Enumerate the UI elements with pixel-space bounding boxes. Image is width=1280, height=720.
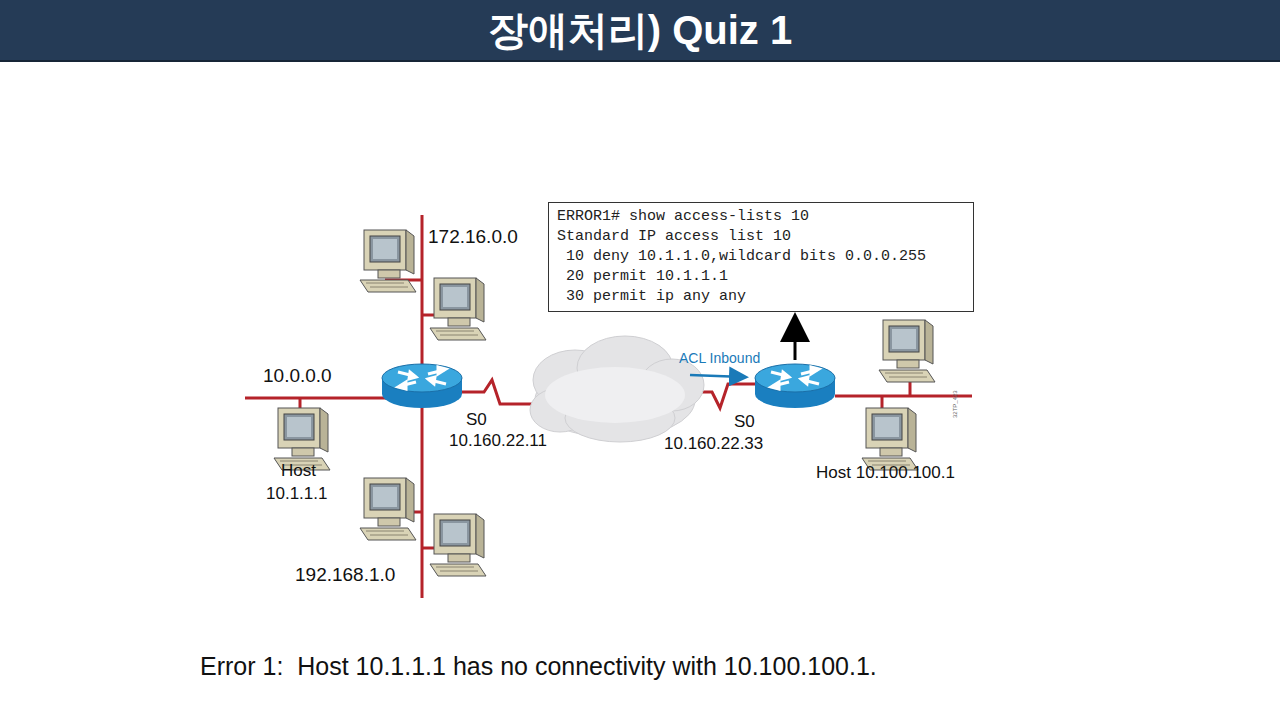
network-address: 10.0.0.0 bbox=[263, 365, 332, 387]
cli-line: Standard IP access list 10 bbox=[557, 227, 965, 247]
host-label: Host 10.100.100.1 bbox=[816, 463, 955, 483]
interface-name: S0 bbox=[466, 410, 487, 430]
ip-address: 10.160.22.11 bbox=[449, 431, 547, 451]
network-address: 192.168.1.0 bbox=[295, 564, 395, 586]
cli-line: ERROR1# show access-lists 10 bbox=[557, 207, 965, 227]
network-address: 172.16.0.0 bbox=[428, 226, 518, 248]
cli-line: 20 permit 10.1.1.1 bbox=[557, 267, 965, 287]
cli-line: 10 deny 10.1.1.0,wildcard bits 0.0.0.255 bbox=[557, 247, 965, 267]
slide-title: 장애처리) Quiz 1 bbox=[0, 0, 1280, 60]
host-label: Host bbox=[281, 461, 316, 481]
cli-output-box: ERROR1# show access-lists 10Standard IP … bbox=[548, 202, 974, 312]
acl-direction: ACL Inbound bbox=[679, 350, 760, 366]
host-address: 10.1.1.1 bbox=[266, 484, 327, 504]
interface-name: S0 bbox=[734, 412, 755, 432]
figure-id: 32TP_423 bbox=[952, 390, 958, 418]
error-caption: Error 1: Host 10.1.1.1 has no connectivi… bbox=[200, 652, 877, 681]
cli-line: 30 permit ip any any bbox=[557, 287, 965, 307]
ip-address: 10.160.22.33 bbox=[664, 434, 763, 454]
